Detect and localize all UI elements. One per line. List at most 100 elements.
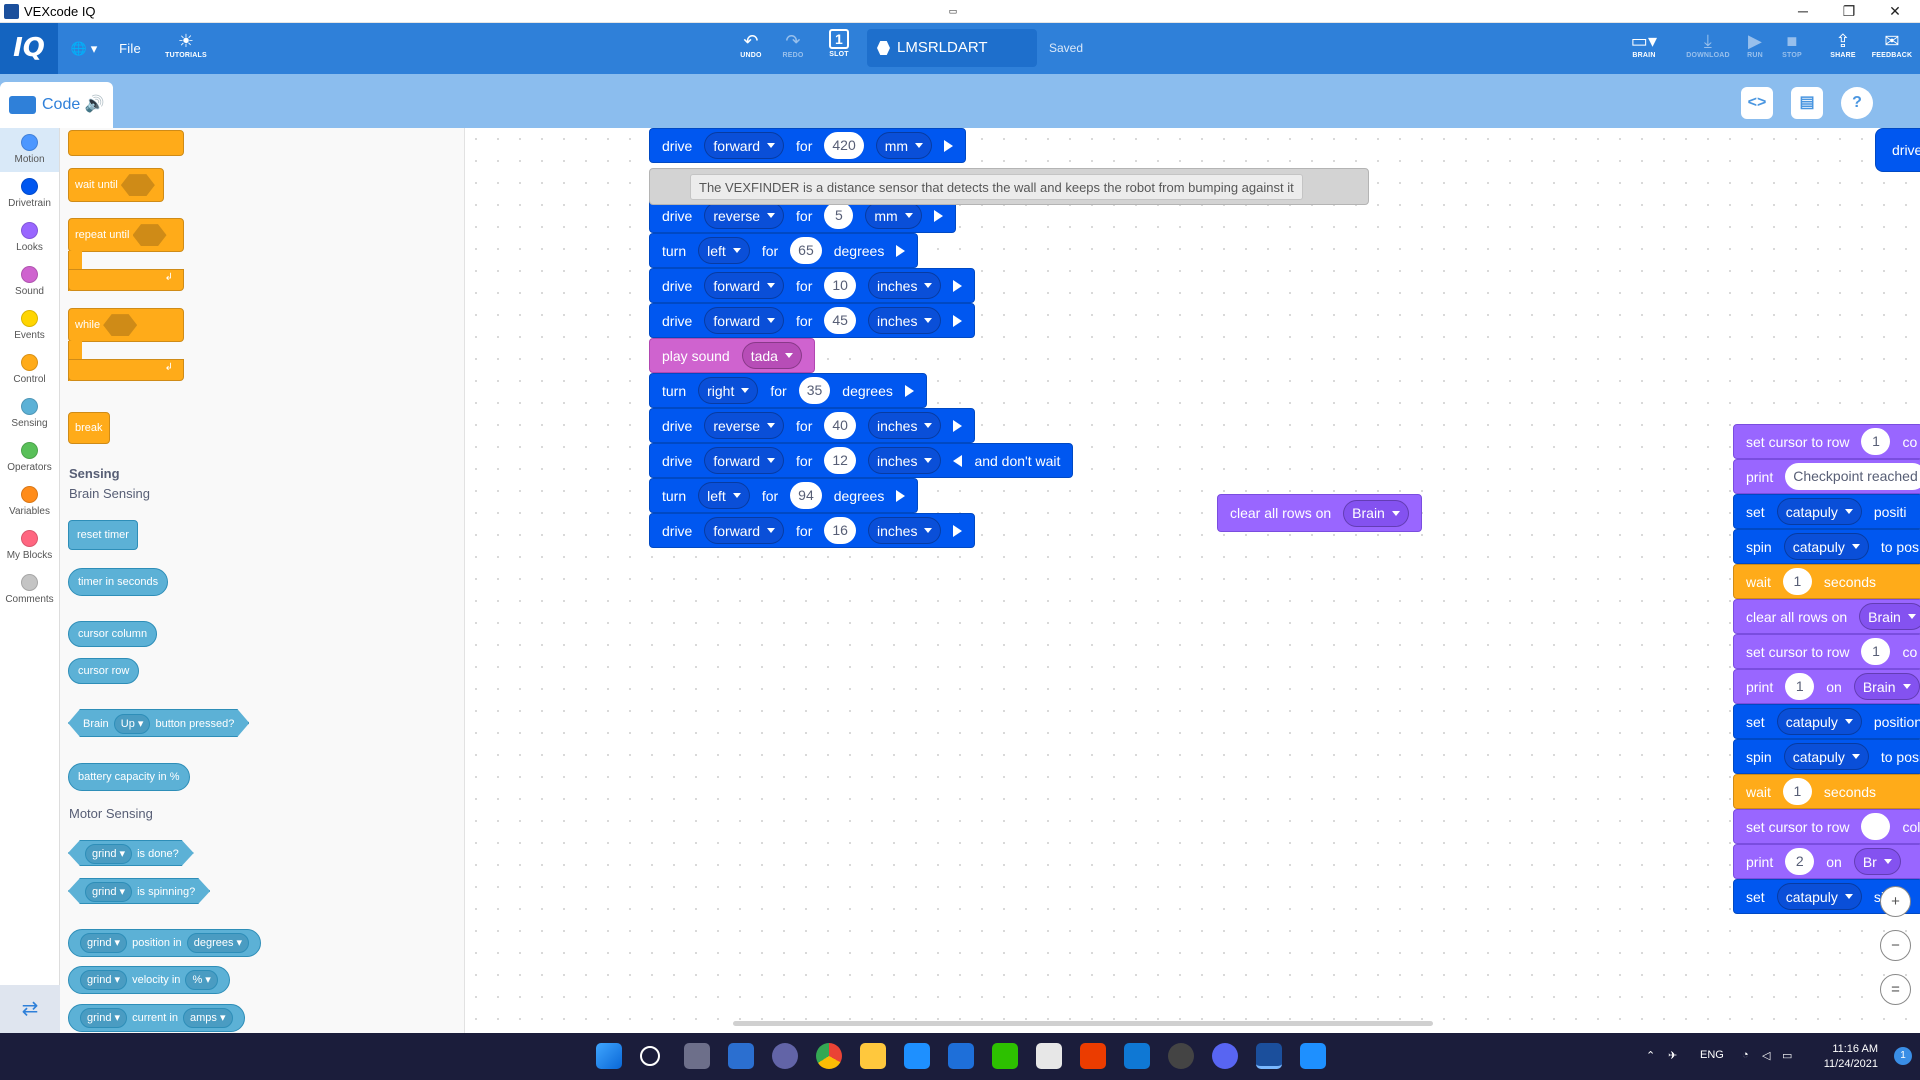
palette-motor-current[interactable]: grind ▾ current in amps ▾ <box>68 1004 245 1032</box>
project-name-field[interactable]: LMSRLDART <box>867 29 1037 67</box>
category-variables[interactable]: Variables <box>0 480 59 524</box>
motor-dropdown[interactable]: grind ▾ <box>80 970 128 990</box>
number-input[interactable]: 2 <box>1785 848 1815 875</box>
palette-break[interactable]: break <box>68 412 110 444</box>
position-unit-dropdown[interactable]: degrees ▾ <box>186 933 250 953</box>
file-menu[interactable]: File <box>119 41 141 56</box>
category-motion[interactable]: Motion <box>0 128 59 172</box>
value-input[interactable]: 16 <box>824 517 856 544</box>
palette-motor-is-done[interactable]: grind ▾ is done? <box>68 840 194 866</box>
devices-icon[interactable]: ▤ <box>1791 87 1823 119</box>
motor-dropdown[interactable]: grind ▾ <box>85 882 132 902</box>
palette-motor-velocity[interactable]: grind ▾ velocity in % ▾ <box>68 966 230 994</box>
mail-icon[interactable] <box>1124 1043 1150 1069</box>
direction-dropdown[interactable]: forward <box>704 307 785 334</box>
speaker-icon[interactable]: 🔊 <box>84 96 105 113</box>
unit-dropdown[interactable]: inches <box>867 517 942 544</box>
direction-dropdown[interactable]: right <box>698 377 759 404</box>
value-input[interactable]: 65 <box>790 237 822 264</box>
palette-timer-in-seconds[interactable]: timer in seconds <box>68 568 169 596</box>
number-input[interactable]: 1 <box>1785 673 1815 700</box>
drag-handle[interactable]: ▭ <box>948 6 958 16</box>
extensions-button[interactable]: ⇄ <box>0 985 60 1033</box>
obs-icon[interactable] <box>1168 1043 1194 1069</box>
current-unit-dropdown[interactable]: amps ▾ <box>183 1008 233 1028</box>
expand-arrow-icon[interactable] <box>904 384 914 397</box>
vex-app-icon[interactable] <box>904 1043 930 1069</box>
number-input[interactable]: 1 <box>1782 568 1812 595</box>
palette-repeat-until[interactable]: repeat until <box>68 218 184 252</box>
expand-arrow-icon[interactable] <box>896 489 906 502</box>
download-button[interactable]: ⤓DOWNLOAD <box>1682 23 1734 74</box>
tab-code[interactable]: Code 🔊 <box>0 82 113 128</box>
expand-arrow-icon[interactable] <box>933 209 943 222</box>
value-input[interactable]: 10 <box>824 272 856 299</box>
motor-dropdown[interactable]: grind ▾ <box>80 933 128 953</box>
search-icon[interactable] <box>640 1046 660 1066</box>
brain-button[interactable]: ▭▾BRAIN <box>1624 23 1664 74</box>
task-view-icon[interactable] <box>684 1043 710 1069</box>
tray-app-icon[interactable]: ✈ <box>1668 1050 1678 1062</box>
battery-icon[interactable]: ▭ <box>1782 1050 1793 1062</box>
block-dropdown[interactable]: catapuly <box>1783 743 1869 770</box>
direction-dropdown[interactable]: reverse <box>704 412 785 439</box>
redo-button[interactable]: ↷REDO <box>778 23 808 74</box>
sound-dropdown[interactable]: tada <box>741 342 802 369</box>
value-input[interactable]: 420 <box>824 132 864 159</box>
value-input[interactable]: 94 <box>790 482 822 509</box>
workspace-horizontal-scrollbar[interactable] <box>733 1021 1433 1026</box>
category-sensing[interactable]: Sensing <box>0 392 59 436</box>
category-control[interactable]: Control <box>0 348 59 392</box>
category-operators[interactable]: Operators <box>0 436 59 480</box>
vex-app2-icon[interactable] <box>948 1043 974 1069</box>
button-dropdown[interactable]: Up ▾ <box>114 714 151 734</box>
discord-icon[interactable] <box>1212 1043 1238 1069</box>
minimize-button[interactable]: ─ <box>1798 3 1808 19</box>
number-input[interactable]: 1 <box>1861 638 1891 665</box>
block-dropdown[interactable]: catapuly <box>1783 533 1869 560</box>
category-sound[interactable]: Sound <box>0 260 59 304</box>
number-input[interactable]: 1 <box>1782 778 1812 805</box>
close-button[interactable]: ✕ <box>1889 3 1901 19</box>
palette-motor-position[interactable]: grind ▾ position in degrees ▾ <box>68 929 262 957</box>
office-icon[interactable] <box>1080 1043 1106 1069</box>
share-button[interactable]: ⇪SHARE <box>1822 23 1864 74</box>
unit-dropdown[interactable]: inches <box>867 412 942 439</box>
palette-motor-is-spinning[interactable]: grind ▾ is spinning? <box>68 878 210 904</box>
drive-block-partial[interactable]: drive <box>1875 128 1920 172</box>
comment-text[interactable]: The VEXFINDER is a distance sensor that … <box>690 174 1303 200</box>
unit-dropdown[interactable]: inches <box>867 307 942 334</box>
category-drivetrain[interactable]: Drivetrain <box>0 172 59 216</box>
value-input[interactable]: 40 <box>824 412 856 439</box>
block-dropdown[interactable]: catapuly <box>1776 883 1862 910</box>
category-looks[interactable]: Looks <box>0 216 59 260</box>
feedback-button[interactable]: ✉FEEDBACK <box>1868 23 1916 74</box>
expand-arrow-icon[interactable] <box>953 314 963 327</box>
expand-arrow-icon[interactable] <box>944 139 954 152</box>
direction-dropdown[interactable]: left <box>698 482 750 509</box>
category-comments[interactable]: Comments <box>0 568 59 612</box>
unit-dropdown[interactable]: mm <box>875 132 933 159</box>
iq-logo[interactable]: IQ <box>0 23 58 74</box>
block-dropdown[interactable]: catapuly <box>1776 708 1862 735</box>
run-button[interactable]: ▶RUN <box>1740 23 1770 74</box>
help-icon[interactable]: ? <box>1841 87 1873 119</box>
unit-dropdown[interactable]: inches <box>867 447 942 474</box>
value-input[interactable]: 12 <box>824 447 856 474</box>
category-events[interactable]: Events <box>0 304 59 348</box>
direction-dropdown[interactable]: forward <box>704 132 785 159</box>
block-dropdown[interactable]: Br <box>1853 848 1901 875</box>
